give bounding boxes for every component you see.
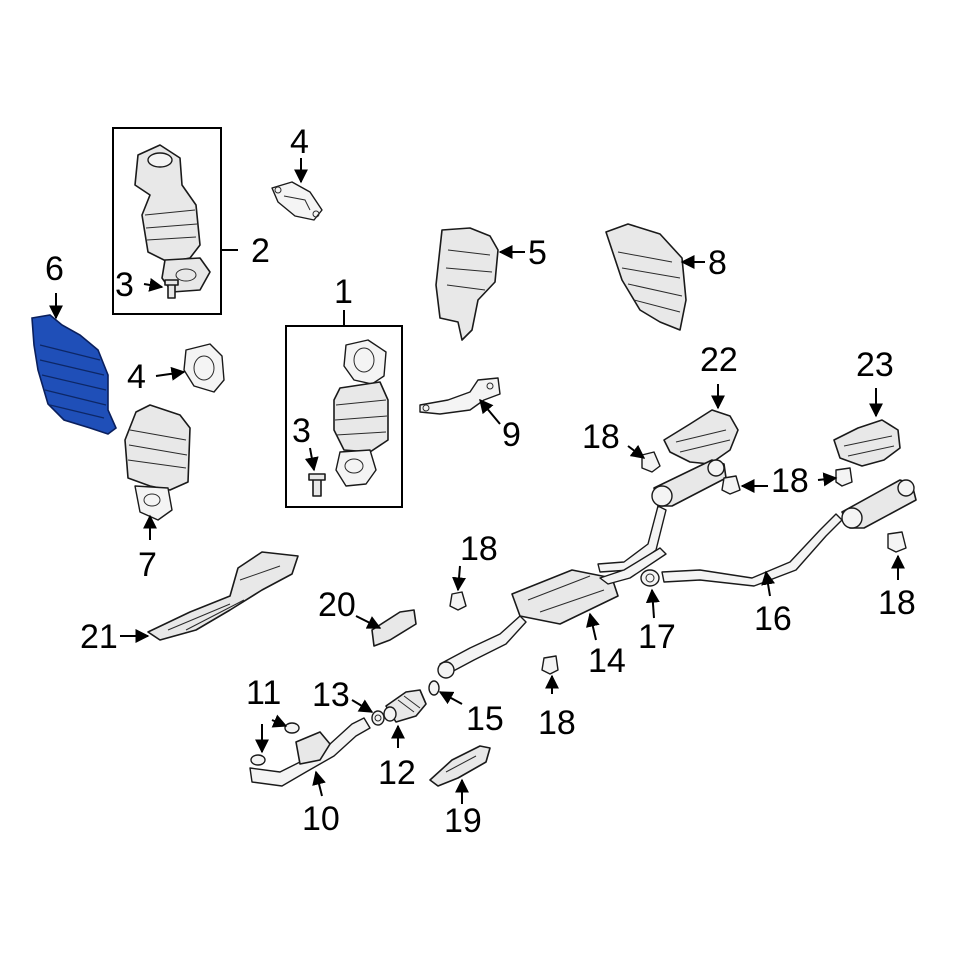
part-18-hanger-b[interactable] bbox=[721, 475, 741, 495]
callout-13: 13 bbox=[312, 676, 350, 714]
leader-4-lower bbox=[155, 366, 186, 381]
callout-7: 7 bbox=[138, 546, 157, 584]
leader-18a bbox=[627, 444, 646, 459]
part-18-hanger-e[interactable] bbox=[449, 591, 467, 611]
part-1-converter[interactable] bbox=[333, 339, 389, 487]
callout-10: 10 bbox=[302, 800, 340, 838]
part-10-front-pipe[interactable] bbox=[249, 717, 371, 787]
callout-19: 19 bbox=[444, 802, 482, 840]
leader-16 bbox=[761, 570, 775, 597]
part-2-group-box bbox=[112, 127, 222, 315]
callout-14: 14 bbox=[588, 642, 626, 680]
leader-18b-right bbox=[817, 472, 838, 487]
leader-15 bbox=[438, 691, 463, 705]
part-3-bolt-upper[interactable] bbox=[164, 279, 179, 299]
part-18-hanger-a[interactable] bbox=[641, 451, 661, 473]
callout-12: 12 bbox=[378, 754, 416, 792]
part-14-center-muffler[interactable] bbox=[437, 547, 667, 679]
callout-3-lower: 3 bbox=[292, 412, 311, 450]
part-6-heat-shield-highlighted[interactable] bbox=[31, 314, 117, 435]
callout-2: 2 bbox=[251, 232, 270, 270]
part-12-flex-pipe[interactable] bbox=[383, 689, 427, 723]
callout-4-upper: 4 bbox=[290, 123, 309, 161]
callout-22: 22 bbox=[700, 341, 738, 379]
part-5-heat-shield[interactable] bbox=[435, 227, 499, 341]
callout-9: 9 bbox=[502, 416, 521, 454]
callout-23: 23 bbox=[856, 346, 894, 384]
callout-6: 6 bbox=[45, 250, 64, 288]
part-22-heat-shield[interactable] bbox=[663, 409, 739, 465]
leader-3a bbox=[143, 278, 164, 292]
callout-16: 16 bbox=[754, 600, 792, 638]
leader-20 bbox=[355, 615, 382, 629]
part-18-hanger-f[interactable] bbox=[541, 655, 559, 675]
part-4-gasket-lower[interactable] bbox=[183, 343, 225, 393]
part-21-floor-heat-shield[interactable] bbox=[147, 551, 299, 641]
left-tail-pipe[interactable] bbox=[597, 505, 667, 573]
part-2-converter[interactable] bbox=[134, 144, 211, 293]
part-19-heat-shield[interactable] bbox=[429, 745, 491, 787]
callout-18a: 18 bbox=[582, 418, 620, 456]
part-4-gasket-upper[interactable] bbox=[271, 181, 323, 221]
callout-1: 1 bbox=[334, 273, 353, 311]
part-15-gasket[interactable] bbox=[428, 680, 440, 696]
part-17-gasket[interactable] bbox=[640, 569, 660, 587]
callout-18d: 18 bbox=[878, 584, 916, 622]
leader-14 bbox=[586, 612, 600, 641]
right-muffler[interactable] bbox=[841, 479, 917, 529]
callout-17: 17 bbox=[638, 618, 676, 656]
leader-13 bbox=[351, 699, 374, 713]
part-20-heat-shield[interactable] bbox=[371, 609, 417, 647]
leader-11-right bbox=[271, 714, 288, 728]
part-13-gasket[interactable] bbox=[371, 710, 385, 726]
leader-9 bbox=[479, 398, 501, 425]
callout-18b: 18 bbox=[771, 462, 809, 500]
callout-15: 15 bbox=[466, 700, 504, 738]
callout-18e: 18 bbox=[460, 530, 498, 568]
part-7-converter[interactable] bbox=[124, 404, 191, 521]
part-18-hanger-c[interactable] bbox=[835, 467, 853, 487]
part-3-bolt-lower[interactable] bbox=[308, 473, 326, 497]
leader-3b bbox=[304, 447, 319, 472]
callout-3-upper: 3 bbox=[115, 266, 134, 304]
callout-21: 21 bbox=[80, 618, 118, 656]
leader-10 bbox=[312, 770, 326, 797]
part-18-hanger-d[interactable] bbox=[887, 531, 907, 553]
callout-8: 8 bbox=[708, 244, 727, 282]
callout-4-lower: 4 bbox=[127, 358, 146, 396]
part-16-rear-pipe[interactable] bbox=[661, 513, 843, 587]
part-9-bracket[interactable] bbox=[419, 377, 501, 415]
leader-18e bbox=[452, 565, 467, 592]
callout-20: 20 bbox=[318, 586, 356, 624]
callout-11: 11 bbox=[246, 674, 281, 712]
part-23-heat-shield[interactable] bbox=[833, 419, 901, 467]
callout-18f: 18 bbox=[538, 704, 576, 742]
callout-5: 5 bbox=[528, 234, 547, 272]
left-muffler[interactable] bbox=[651, 459, 727, 507]
leader-17 bbox=[645, 588, 660, 619]
part-8-heat-shield[interactable] bbox=[605, 223, 687, 331]
